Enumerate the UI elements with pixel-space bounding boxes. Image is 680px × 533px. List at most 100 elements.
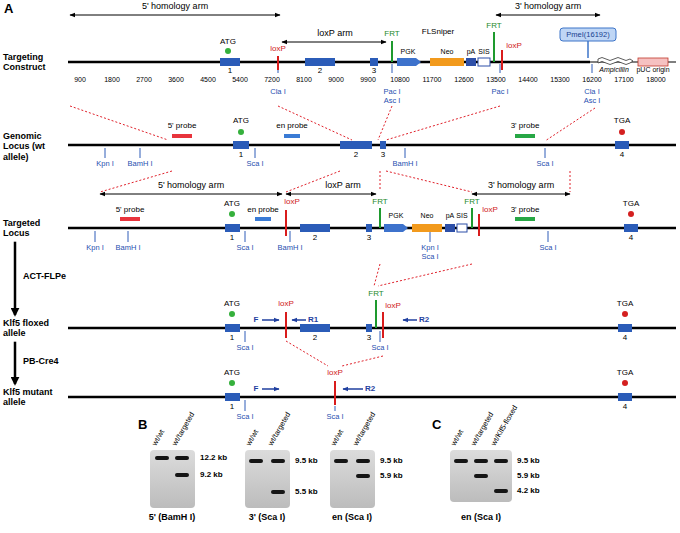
restriction-site-label: BamH I	[277, 244, 302, 252]
lane-label: wt/wt	[330, 428, 346, 447]
probe-bar	[120, 217, 140, 221]
size-label: 9.5 kb	[380, 457, 403, 466]
southern-blot	[474, 474, 488, 478]
loxp-site	[285, 210, 287, 236]
start-codon-dot	[238, 129, 244, 135]
feature-label: 1	[230, 403, 234, 412]
restriction-site-label: BamH I	[115, 244, 140, 252]
loxp-label: loxP	[385, 302, 401, 311]
feature-label: 1	[230, 334, 234, 343]
exon-box	[300, 224, 330, 232]
track-name-text: Targeting Construct	[3, 52, 65, 73]
size-label: 5.9 kb	[380, 472, 403, 481]
exon-box	[380, 141, 386, 149]
track-name: Klf5 mutant allele	[3, 387, 65, 408]
track-name-text: Genomic Locus (wt allele)	[3, 131, 65, 162]
track-name: Targeted Locus	[3, 218, 65, 239]
feature-label: 4	[623, 334, 627, 343]
recombination-dotted-line	[342, 356, 383, 366]
cassette-label: pA	[467, 48, 476, 56]
restriction-site-tick	[95, 231, 96, 242]
ruler-number: 9000	[328, 76, 344, 84]
feature-label: ATG	[220, 38, 236, 47]
lane-label: wt/Klf5-floxed	[490, 404, 520, 447]
arm-label: 5' homology arm	[158, 181, 224, 191]
exon-box	[366, 224, 372, 232]
ruler-number: 4500	[200, 76, 216, 84]
recombination-dotted-line	[386, 171, 472, 192]
size-label: 9.2 kb	[200, 471, 223, 480]
loxp-site	[277, 56, 279, 70]
restriction-site-tick	[380, 331, 381, 342]
selection-cassette	[445, 224, 455, 232]
exon-box	[615, 141, 629, 149]
feature-label: 1	[228, 67, 232, 76]
restriction-site-label: BamH I	[127, 160, 152, 168]
exon-box	[233, 141, 249, 149]
arrow-label: ACT-FLPe	[23, 272, 66, 282]
frt-label: FRT	[372, 198, 387, 207]
loxp-site	[478, 214, 480, 236]
size-label: 9.5 kb	[517, 457, 540, 466]
restriction-site-label: BamH I	[392, 160, 417, 168]
recombination-dotted-line	[378, 264, 472, 286]
ruler-number: 8100	[296, 76, 312, 84]
size-label: 9.5 kb	[295, 457, 318, 466]
primer-label: F	[254, 385, 259, 394]
restriction-site-tick	[430, 231, 431, 242]
cassette-label: SIS	[456, 212, 467, 220]
arm-label: loxP arm	[317, 29, 352, 39]
homology-arm-arrow	[70, 15, 280, 16]
stop-codon-dot	[628, 211, 634, 217]
frt-label: FRT	[464, 198, 479, 207]
southern-blot	[150, 450, 195, 508]
vector-feature	[598, 58, 633, 65]
exon-box	[225, 224, 240, 232]
size-label: 5.5 kb	[295, 488, 318, 497]
exon-box	[340, 141, 372, 149]
blot-caption: en (Sca I)	[332, 513, 372, 523]
frt-site	[375, 300, 377, 328]
southern-blot	[356, 459, 370, 463]
primer-arrow	[262, 388, 279, 390]
selection-cassette	[412, 224, 442, 232]
size-label: 12.2 kb	[200, 454, 227, 463]
ruler-number: 10800	[390, 76, 409, 84]
ruler-number: 17100	[614, 76, 633, 84]
start-codon-dot	[225, 48, 231, 54]
southern-blot	[356, 474, 370, 478]
lane-label: wt/wt	[245, 428, 261, 447]
frt-label: FRT	[486, 22, 501, 31]
feature-label: ATG	[233, 117, 249, 126]
homology-arm-arrow	[100, 194, 282, 195]
restriction-site-label: Pac I	[491, 88, 508, 96]
loxp-site	[285, 312, 287, 338]
ruler-number: 7200	[264, 76, 280, 84]
feature-label: 5' probe	[116, 206, 145, 215]
ruler-number: 1800	[104, 76, 120, 84]
primer-arrow	[403, 319, 417, 321]
loxp-label: loxP	[278, 300, 294, 309]
arm-label: 3' homology arm	[488, 181, 554, 191]
primer-arrow	[343, 388, 363, 390]
restriction-site-tick	[592, 64, 593, 73]
frt-site	[493, 32, 495, 62]
restriction-site-tick	[548, 231, 549, 242]
arm-label: 3' homology arm	[515, 2, 581, 12]
primer-label: F	[254, 316, 259, 325]
restriction-site-label: Sca I	[236, 344, 253, 352]
probe-bar	[255, 217, 271, 221]
panel-letter: A	[4, 2, 13, 16]
exon-box	[220, 58, 240, 66]
feature-label: en probe	[276, 122, 308, 131]
frt-label: FRT	[384, 30, 399, 39]
restriction-site-label: Kpn I	[96, 160, 114, 168]
feature-label: ATG	[224, 300, 240, 309]
restriction-site-tick	[405, 148, 406, 158]
loxp-label: loxP	[482, 206, 498, 215]
process-arrow	[14, 342, 17, 384]
loxp-label: loxP	[327, 369, 343, 378]
feature-label: TGA	[617, 300, 633, 309]
recombination-dotted-line	[70, 106, 168, 140]
